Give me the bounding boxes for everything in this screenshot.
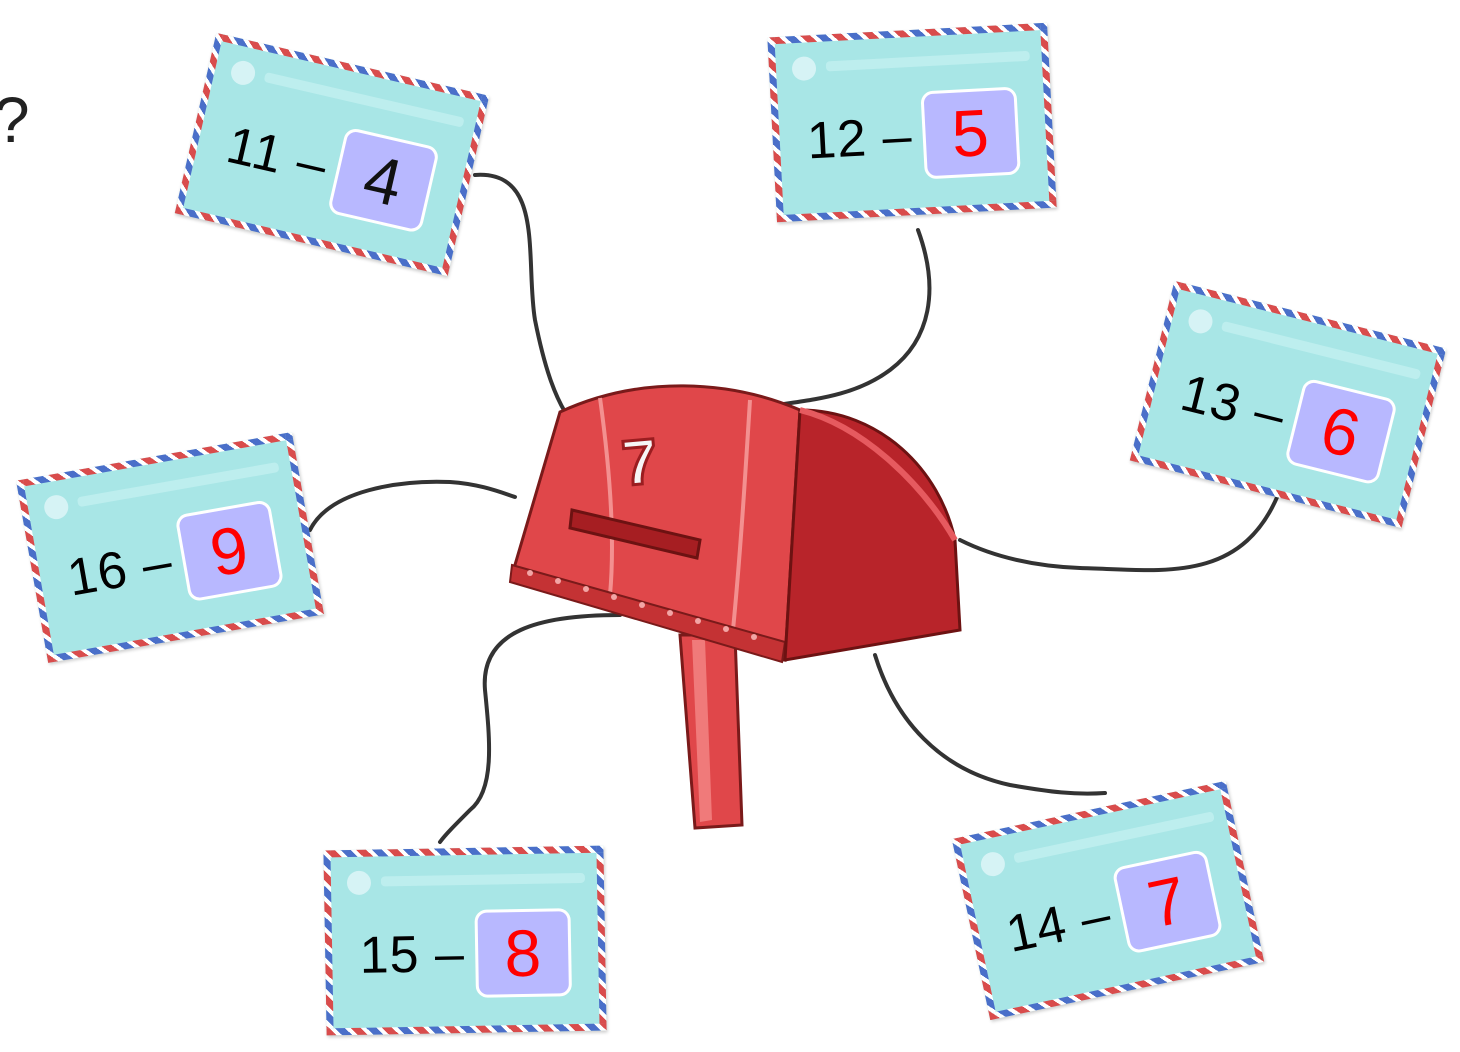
envelope-15: 15 – 8 (323, 846, 606, 1036)
answer-box: 5 (920, 87, 1020, 180)
expression-label: 15 – (359, 924, 465, 986)
answer-box: 7 (1111, 849, 1223, 955)
connector-line-13 (960, 495, 1278, 570)
expression-label: 12 – (806, 106, 914, 171)
envelope-seal-icon (1186, 307, 1215, 336)
envelope-seal-icon (979, 850, 1007, 878)
mailbox-number: 7 (619, 424, 661, 501)
envelope-seal-icon (347, 871, 371, 895)
envelope-seal-icon (791, 56, 816, 81)
expression-label: 16 – (63, 531, 177, 608)
envelope-band (77, 462, 280, 507)
envelope-band (826, 51, 1030, 72)
envelope-seal-icon (229, 59, 258, 88)
answer-box: 4 (327, 127, 440, 234)
answer-box: 8 (474, 908, 572, 998)
answer-box: 6 (1283, 377, 1397, 486)
expression-label: 11 – (221, 115, 333, 196)
expression-label: 14 – (1001, 884, 1116, 965)
answer-box: 9 (174, 499, 284, 602)
expression-label: 13 – (1175, 363, 1292, 447)
envelope-12: 12 – 5 (767, 23, 1056, 222)
mailbox-icon (500, 370, 980, 840)
envelope-band (381, 873, 585, 887)
envelope-seal-icon (42, 493, 70, 521)
connector-line-16 (310, 482, 515, 530)
